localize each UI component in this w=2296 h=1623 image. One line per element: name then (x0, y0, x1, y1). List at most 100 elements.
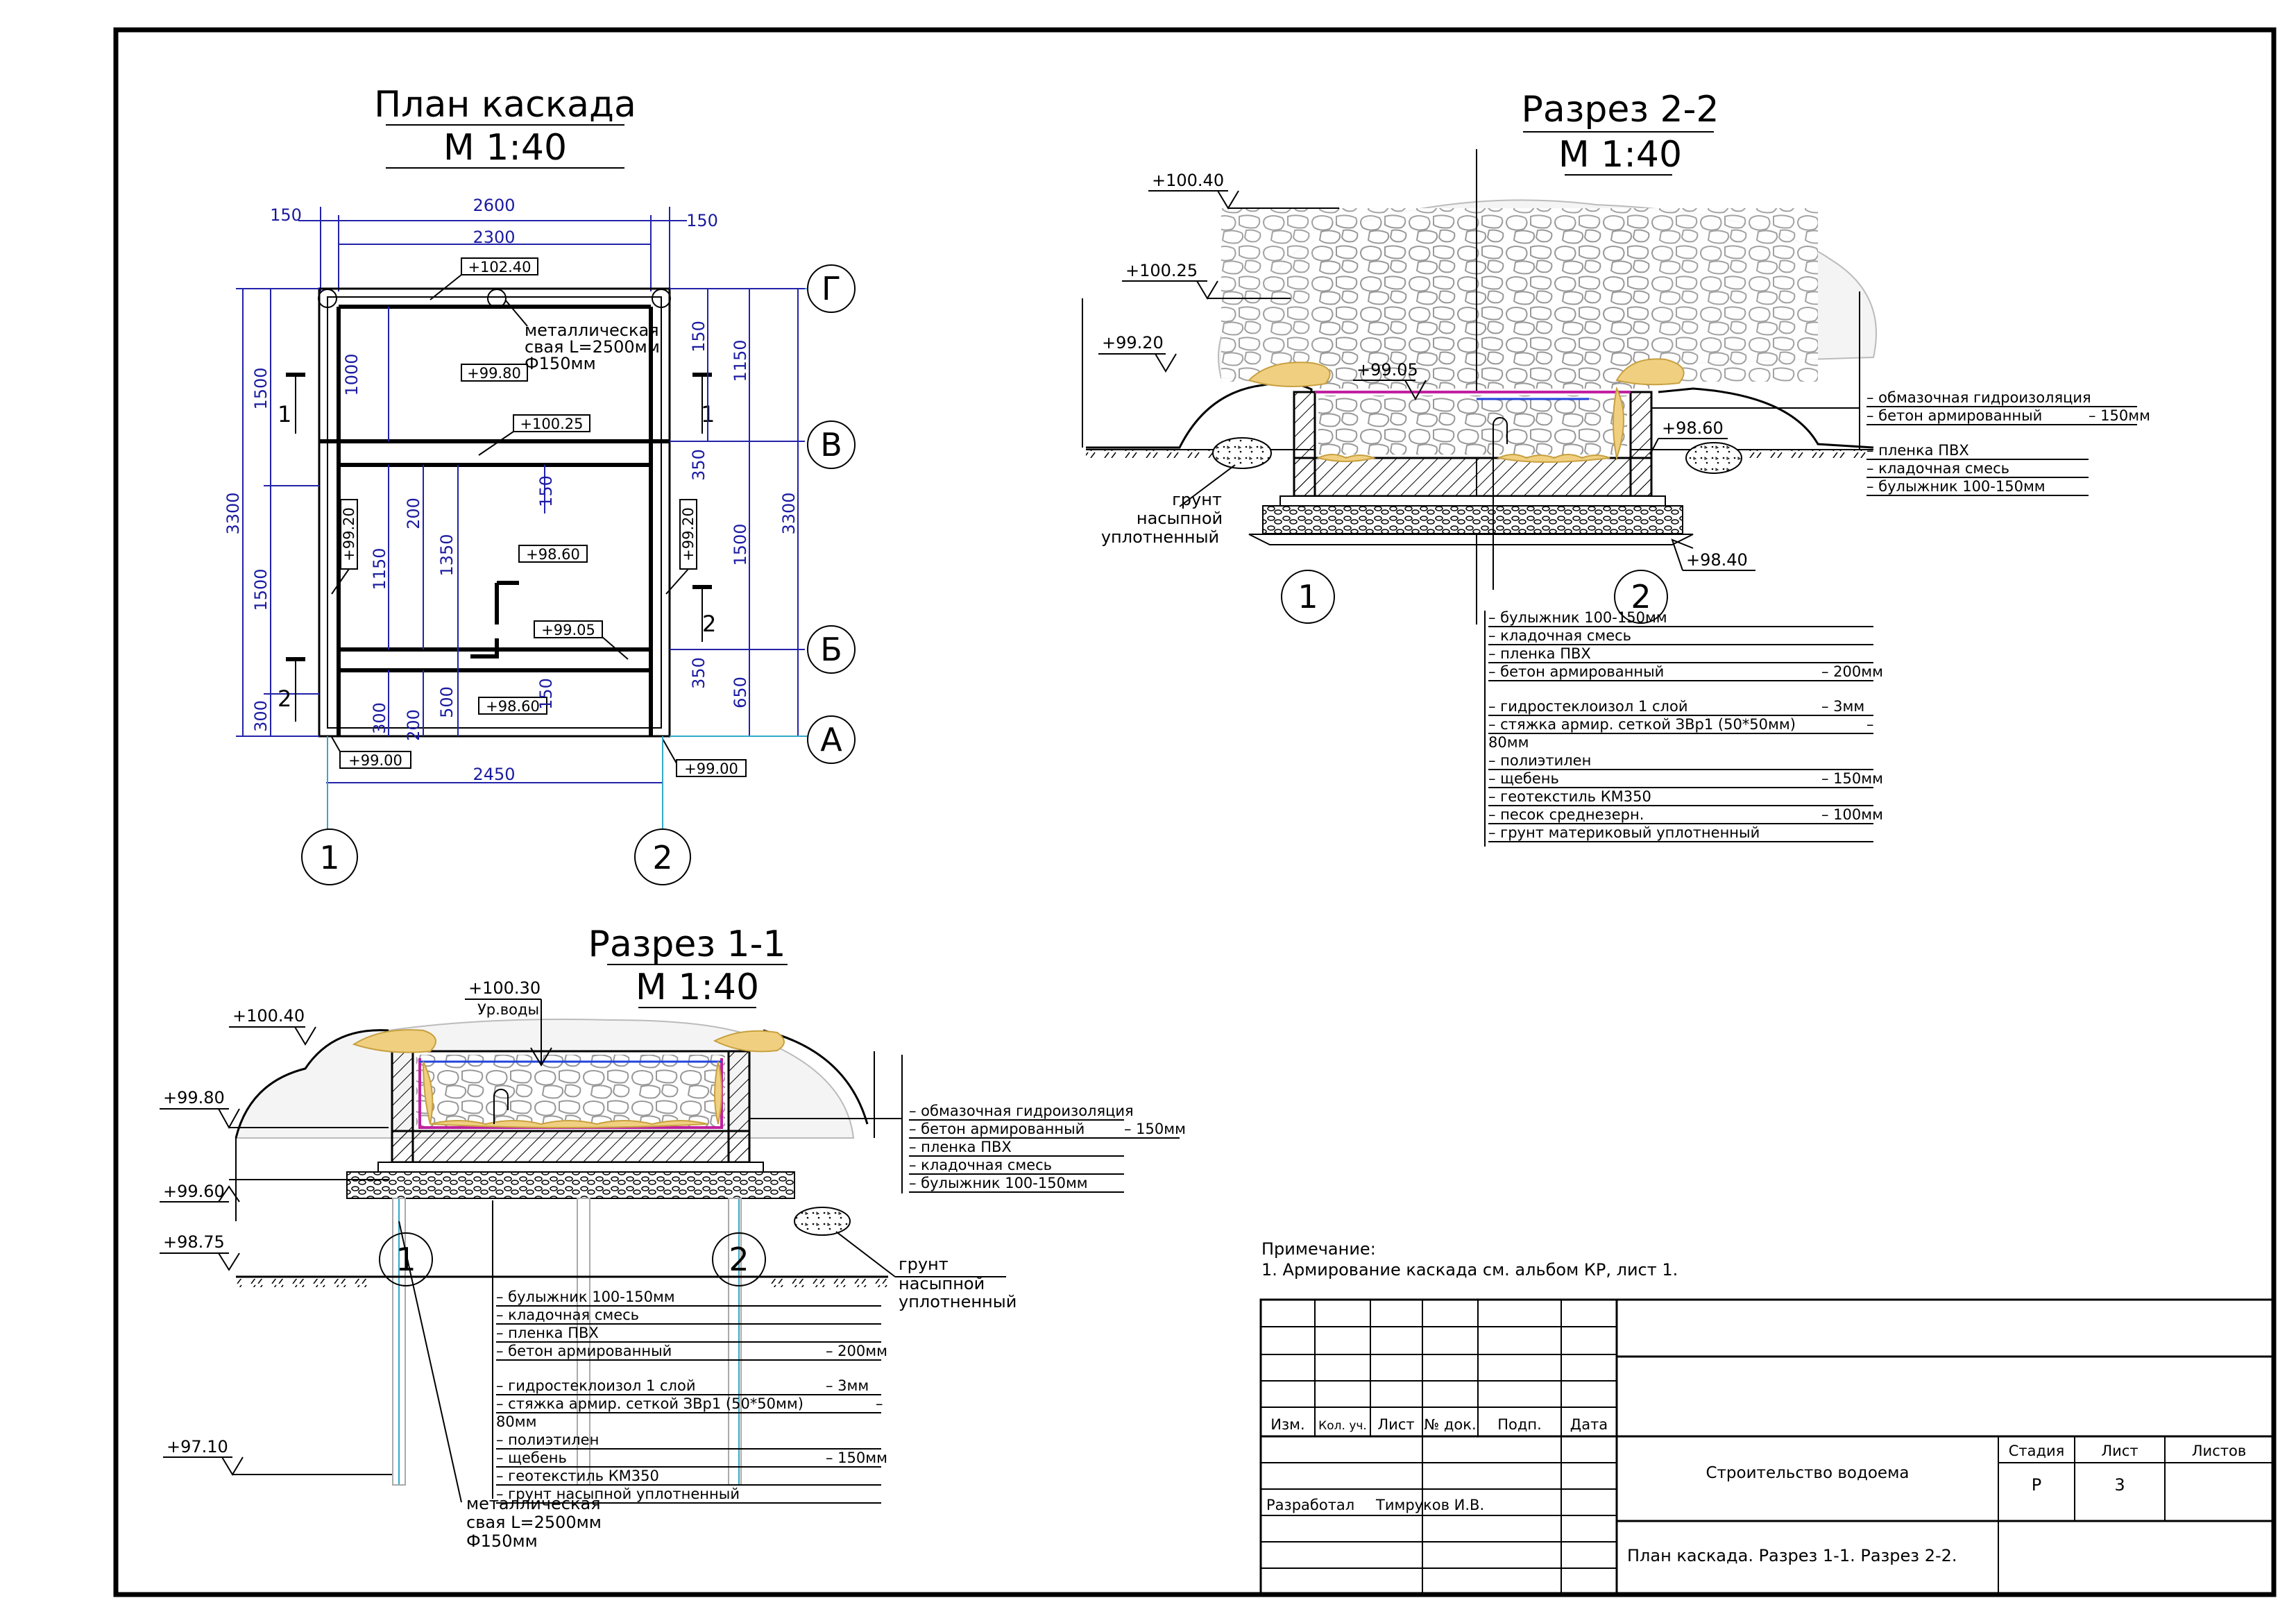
s22-base-layer-value: – 3мм (1821, 698, 1864, 715)
axis-bubble-1 (301, 829, 358, 885)
s11-elev-10040: +100.40 (232, 1006, 305, 1026)
s11-base-layer-value: – (876, 1395, 883, 1412)
axis-label-v: В (820, 426, 842, 464)
s22-wall-layer-value: – 150мм (2089, 407, 2150, 424)
dim-150a: 150 (536, 475, 556, 507)
note-line-1: 1. Армирование каскада см. альбом КР, ли… (1261, 1260, 1678, 1280)
s11-wall-layers: – обмазочная гидроизоляция – бетон армир… (909, 1103, 1186, 1193)
s22-base-layer-value: – 200мм (1821, 663, 1883, 680)
axis-bubble-a (807, 715, 856, 764)
s11-elev-9875: +98.75 (163, 1232, 225, 1252)
axis-label-b: Б (820, 631, 842, 668)
pile-circle (652, 289, 671, 308)
stamp-sheet-title: План каскада. Разрез 1-1. Разрез 2-2. (1627, 1546, 1957, 1565)
section22-scale: М 1:40 (1558, 134, 1682, 176)
section22-soil-2: насыпной (1137, 509, 1223, 528)
s11-elev-9980: +99.80 (163, 1088, 225, 1107)
s11-wall-layer: – пленка ПВХ (909, 1139, 1012, 1155)
dim-left-1500a: 1500 (251, 367, 271, 409)
cut-2-right: 2 (702, 611, 716, 637)
stamp-col-kol: Кол. уч. (1318, 1419, 1367, 1433)
dim-150b: 150 (536, 678, 556, 710)
stamp-col-list: Лист (1377, 1416, 1414, 1433)
s11-base-layer: – геотекстиль КМ350 (496, 1468, 659, 1484)
note-heading: Примечание: (1261, 1239, 1376, 1259)
s22-axis-2 (1614, 570, 1668, 624)
s22-elev-9905: +99.05 (1357, 360, 1418, 380)
axis-label-a: А (820, 721, 842, 758)
s11-base-layer: – полиэтилен (496, 1431, 599, 1448)
plan-elev-9900a: +99.00 (348, 752, 402, 769)
plan-elev-9860a: +98.60 (526, 546, 580, 563)
stamp-col-doc: № док. (1424, 1416, 1476, 1433)
soil-symbol (794, 1207, 851, 1236)
stamp-project: Строительство водоема (1706, 1464, 1909, 1482)
dim-200a: 200 (404, 498, 423, 529)
s11-base-layers: – булыжник 100-150мм – кладочная смесь –… (496, 1289, 887, 1504)
s11-base-layer: – стяжка армир. сеткой ЗВр1 (50*50мм) (496, 1395, 803, 1412)
s11-base-layer: – щебень (496, 1450, 567, 1466)
dim-top-inner: 2300 (473, 228, 515, 247)
s22-base-layer: – гидростеклоизол 1 слой (1488, 698, 1687, 715)
s22-elev-9860: +98.60 (1662, 418, 1724, 438)
dim-right-350b: 350 (689, 657, 708, 689)
s22-base-layer: – булыжник 100-150мм (1488, 609, 1667, 626)
dim-top-left: 150 (270, 205, 302, 225)
s11-wall-layer: – бетон армированный (909, 1121, 1085, 1137)
s22-axis-label-1: 1 (1298, 578, 1318, 615)
axis-label-g: Г (822, 270, 841, 307)
plan-elev-9905: +99.05 (541, 622, 595, 638)
section22-soil-3: уплотненный (1101, 527, 1219, 547)
section11-soil-3: уплотненный (899, 1292, 1017, 1311)
plan-view: План каскада М 1:40 2600 2300 150 150 (223, 84, 856, 885)
stamp-developed-name: Тимруков И.В. (1375, 1497, 1484, 1513)
section22-soil-1: грунт (1172, 490, 1222, 509)
section11-soil-1: грунт (899, 1255, 949, 1274)
s11-base-layer-value: – 3мм (826, 1377, 869, 1394)
plan-elev-10025: +100.25 (520, 416, 583, 432)
axis-bubble-g (807, 264, 856, 313)
s22-wall-layers: – обмазочная гидроизоляция – бетон армир… (1866, 389, 2150, 496)
s11-axis-1 (379, 1232, 433, 1286)
plan-pile-note-3: Ф150мм (525, 354, 596, 373)
s11-pile-note-2: свая L=2500мм (466, 1513, 602, 1532)
s22-base-layer: 80мм (1488, 734, 1529, 751)
s11-base-layer-value: – 150мм (826, 1450, 887, 1466)
s22-base-layer: – песок среднезерн. (1488, 806, 1644, 823)
axis-label-1: 1 (319, 839, 339, 876)
cut-1-left: 1 (278, 401, 291, 427)
s22-wall-layer: – булыжник 100-150мм (1866, 478, 2046, 495)
s22-base-layer: – грунт материковый уплотненный (1488, 824, 1760, 841)
axis-bubble-b (807, 625, 856, 674)
dim-300b: 300 (370, 702, 389, 734)
dim-right-350a: 350 (689, 449, 708, 481)
axis-bubble-v (807, 420, 856, 469)
s22-base-layer: – пленка ПВХ (1488, 645, 1591, 662)
s22-base-layer: – стяжка армир. сеткой ЗВр1 (50*50мм) (1488, 716, 1796, 733)
s22-wall-layer: – пленка ПВХ (1866, 442, 1969, 459)
pile-circle (318, 289, 337, 308)
stamp-col-izm: Изм. (1270, 1416, 1304, 1433)
stamp-stage-label: Стадия (2009, 1443, 2065, 1459)
s22-elev-10040: +100.40 (1152, 171, 1224, 190)
section11-soil-2: насыпной (899, 1274, 985, 1293)
s11-base-layer: – пленка ПВХ (496, 1325, 599, 1341)
dim-top-overall: 2600 (473, 196, 515, 215)
dim-500: 500 (437, 686, 457, 718)
dim-right-1150: 1150 (731, 339, 750, 382)
s22-base-layers: – булыжник 100-150мм – кладочная смесь –… (1488, 609, 1883, 842)
soil-symbol (1685, 442, 1742, 474)
s11-pile-note-1: металлическая (466, 1494, 601, 1513)
s11-pile-note-3: Ф150мм (466, 1531, 538, 1551)
s22-axis-1 (1281, 570, 1335, 624)
plan-pile-note-2: свая L=2500мм (525, 337, 660, 357)
s22-base-layer-value: – 100мм (1821, 806, 1883, 823)
stamp-developed-label: Разработал (1266, 1497, 1354, 1513)
s22-base-layer: – щебень (1488, 770, 1559, 787)
dim-1350: 1350 (437, 534, 457, 576)
s22-base-layer: – кладочная смесь (1488, 627, 1631, 644)
plan-pile-note-1: металлическая (525, 321, 659, 340)
s22-base-layer: – геотекстиль КМ350 (1488, 788, 1651, 805)
s11-axis-2 (712, 1232, 766, 1286)
